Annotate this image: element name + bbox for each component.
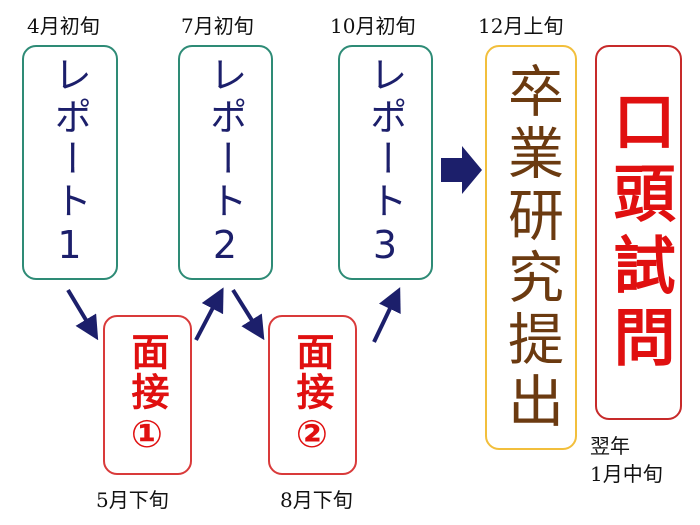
arrow-report1-to-interview1 bbox=[66, 288, 99, 341]
report1-text: レポート1 bbox=[47, 54, 92, 271]
interview2-box: 面接② bbox=[268, 315, 357, 475]
oral-exam-text: 口頭試問 bbox=[602, 88, 676, 377]
report2-text: レポート2 bbox=[203, 54, 247, 271]
interview1-box: 面接① bbox=[103, 315, 192, 475]
interview1-date: 5月下旬 bbox=[96, 488, 169, 512]
report3-text: レポート3 bbox=[363, 54, 407, 271]
report3-date: 10月初旬 bbox=[330, 14, 416, 38]
oral-date-year: 翌年 bbox=[590, 434, 630, 458]
interview2-date: 8月下旬 bbox=[280, 488, 353, 512]
thesis-submission-text: 卒業研究提出 bbox=[498, 61, 564, 434]
report1-box: レポート1 bbox=[22, 45, 118, 280]
oral-date-month: 1月中旬 bbox=[590, 462, 663, 486]
thesis-date: 12月上旬 bbox=[478, 14, 564, 38]
arrow-report2-to-interview2 bbox=[231, 288, 265, 341]
big-arrow-to-thesis bbox=[441, 146, 482, 194]
report1-date: 4月初旬 bbox=[27, 14, 100, 38]
report2-box: レポート2 bbox=[178, 45, 273, 280]
interview1-text: 面接① bbox=[125, 332, 169, 458]
interview2-text: 面接② bbox=[290, 332, 334, 458]
arrow-interview1-to-report2 bbox=[194, 287, 224, 341]
thesis-submission-box: 卒業研究提出 bbox=[485, 45, 577, 450]
oral-exam-box: 口頭試問 bbox=[595, 45, 682, 420]
report2-date: 7月初旬 bbox=[181, 14, 254, 38]
arrow-interview2-to-report3 bbox=[372, 287, 401, 343]
report3-box: レポート3 bbox=[338, 45, 433, 280]
